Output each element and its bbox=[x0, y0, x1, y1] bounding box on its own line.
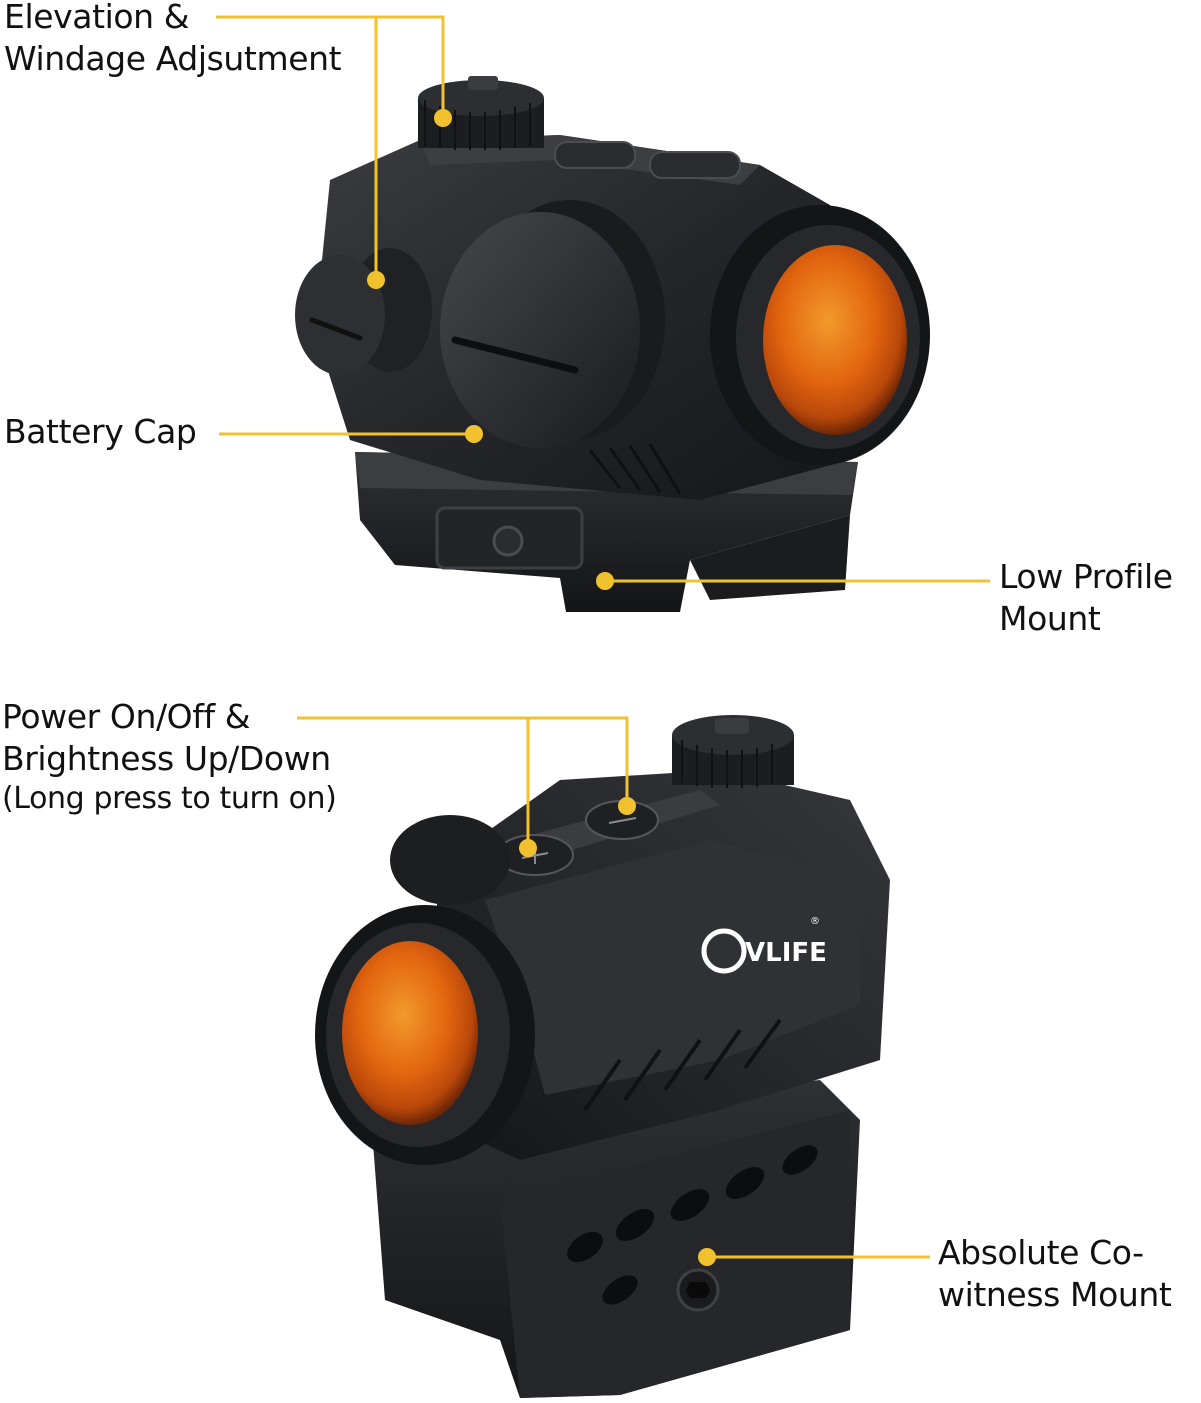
bottom-callout-markers bbox=[519, 797, 716, 1266]
top-lens bbox=[710, 205, 930, 465]
dot-marker-icon bbox=[465, 425, 483, 443]
callout-text-line: Windage Adjsutment bbox=[4, 39, 342, 79]
callout-text-line: Elevation & bbox=[4, 0, 190, 36]
minus-icon bbox=[608, 817, 637, 824]
top-red-dot-sight bbox=[216, 15, 990, 612]
bottom-lens bbox=[315, 905, 535, 1165]
dot-marker-icon bbox=[434, 109, 452, 127]
bottom-red-dot-sight: VLIFE ® bbox=[297, 715, 930, 1398]
callout-power-brightness: Power On/Off & Brightness Up/Down (Long … bbox=[2, 696, 337, 819]
callout-text-line: Low Profile bbox=[999, 557, 1173, 596]
brand-logo: VLIFE ® bbox=[701, 916, 827, 974]
callout-text-line: Brightness Up/Down bbox=[2, 739, 331, 779]
dot-marker-icon bbox=[367, 271, 385, 289]
callout-absolute-cowitness: Absolute Co- witness Mount bbox=[938, 1232, 1172, 1316]
brand-logo-text: VLIFE bbox=[745, 938, 827, 968]
dot-marker-icon bbox=[618, 797, 636, 815]
callout-text-line: Mount bbox=[999, 599, 1101, 639]
registered-mark: ® bbox=[810, 916, 820, 927]
callout-text-line: Absolute Co- bbox=[938, 1233, 1144, 1272]
dot-marker-icon bbox=[596, 572, 614, 590]
dot-marker-icon bbox=[698, 1248, 716, 1266]
callout-low-profile-mount: Low Profile Mount bbox=[999, 556, 1173, 640]
top-callout-lines bbox=[216, 15, 990, 583]
dot-marker-icon bbox=[519, 839, 537, 857]
windage-knob bbox=[295, 248, 432, 375]
brand-logo-icon bbox=[701, 928, 747, 974]
callout-battery-cap: Battery Cap bbox=[4, 411, 197, 453]
bottom-callout-lines bbox=[297, 716, 930, 1259]
callout-text-line: Power On/Off & bbox=[2, 697, 251, 736]
bottom-elevation-turret bbox=[672, 715, 794, 788]
battery-cap bbox=[440, 200, 665, 448]
callout-text-line: witness Mount bbox=[938, 1275, 1172, 1315]
callout-text-note: (Long press to turn on) bbox=[2, 781, 337, 817]
button-panel bbox=[455, 790, 720, 878]
top-callout-markers bbox=[367, 109, 614, 590]
callout-elevation-windage: Elevation & Windage Adjsutment bbox=[4, 0, 342, 80]
callout-text-line: Battery Cap bbox=[4, 412, 197, 451]
